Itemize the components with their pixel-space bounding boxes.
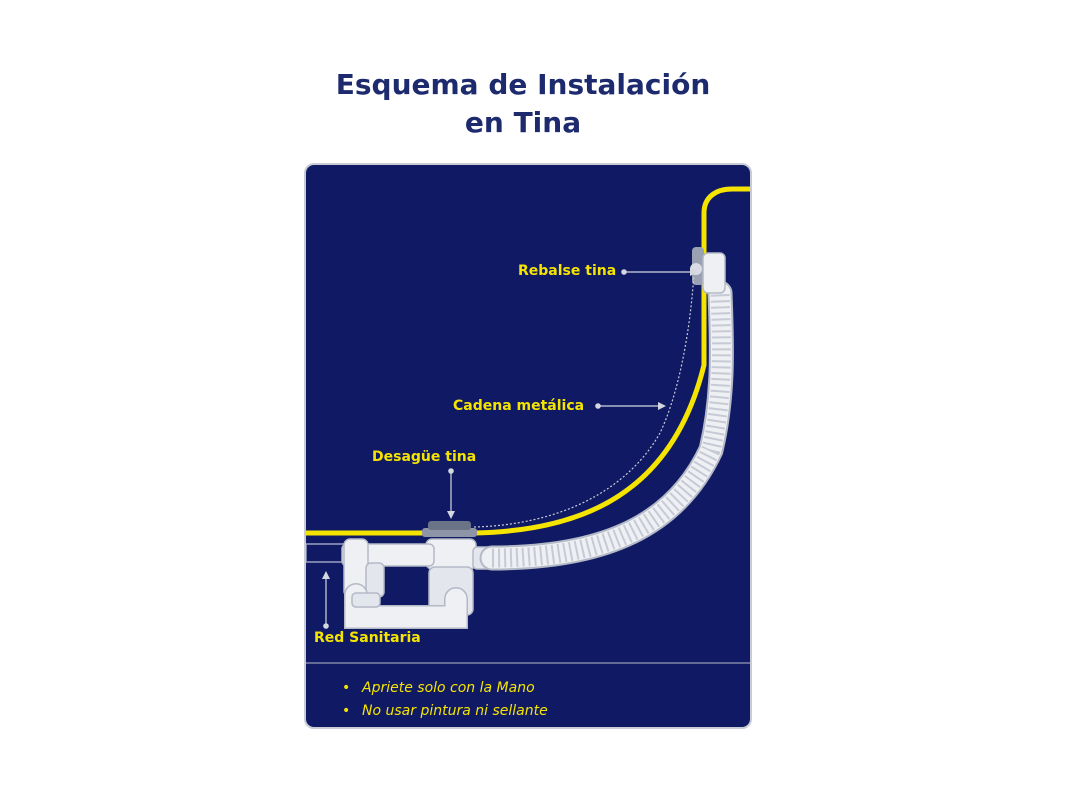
overflow-fitting — [690, 247, 726, 294]
installation-notes: Apriete solo con la Mano No usar pintura… — [342, 677, 548, 723]
page-title: Esquema de Instalación en Tina — [0, 66, 1046, 142]
note-item: Apriete solo con la Mano — [342, 677, 548, 700]
installation-diagram — [306, 186, 750, 664]
title-line-2: en Tina — [464, 106, 582, 139]
title-line-1: Esquema de Instalación — [335, 68, 711, 101]
installation-diagram-panel: Rebalse tina Cadena metálica Desagüe tin… — [304, 163, 752, 729]
siphon-trap — [341, 538, 468, 629]
label-sewer: Red Sanitaria — [314, 630, 421, 646]
flexible-hose — [479, 280, 734, 571]
label-overflow: Rebalse tina — [518, 263, 617, 279]
note-item: No usar pintura ni sellante — [342, 700, 548, 723]
label-drain: Desagüe tina — [372, 449, 477, 465]
label-chain: Cadena metálica — [453, 398, 585, 414]
tub-outline — [306, 186, 750, 536]
